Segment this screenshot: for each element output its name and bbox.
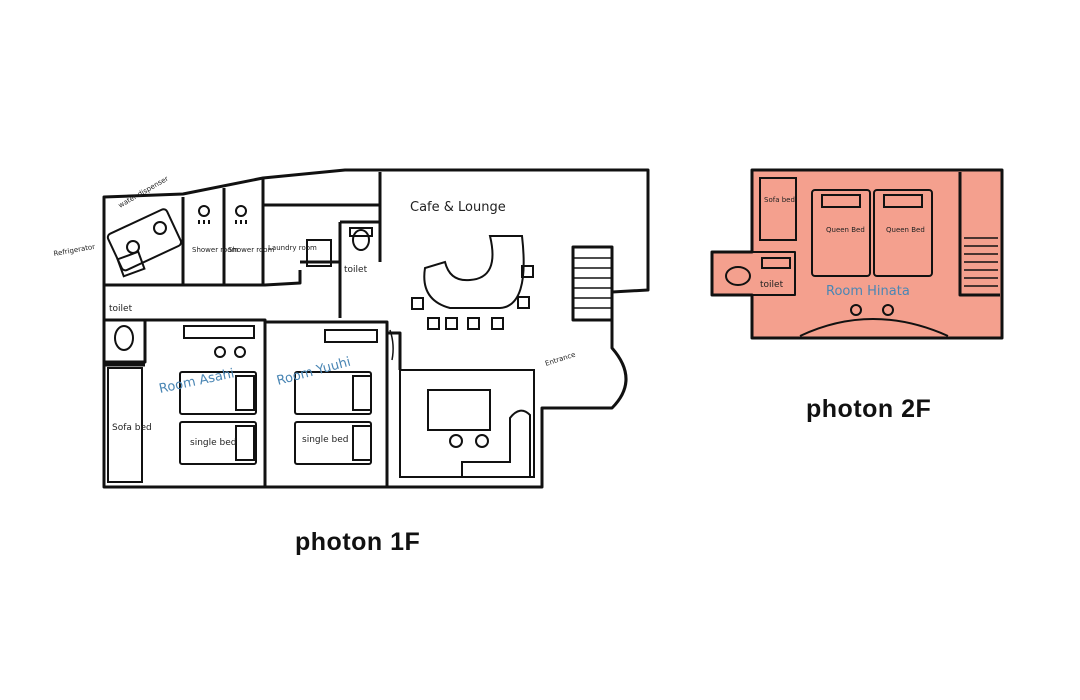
label-refrigerator: Refrigerator (53, 243, 96, 258)
label-shower-room-1: Shower room (192, 246, 239, 254)
label-single-bed-1: single bed (190, 438, 236, 448)
label-queen-bed-2: Queen Bed (886, 226, 925, 234)
label-sofa-bed: Sofa bed (112, 423, 152, 433)
floor1-plan (102, 168, 650, 489)
label-room-asahi: Room Asahi (158, 366, 236, 397)
label-cafe-lounge: Cafe & Lounge (410, 200, 506, 215)
label-toilet-2: toilet (344, 265, 368, 275)
shower-head-icon (235, 205, 247, 217)
floor2-labels: Sofa bed Queen Bed Queen Bed toilet Room… (760, 196, 925, 299)
shower-head-icon (198, 205, 210, 217)
label-single-bed-2: single bed (302, 435, 348, 445)
label-entrance: Entrance (544, 351, 576, 368)
floor1-labels: water dispenser Refrigerator Shower room… (53, 175, 576, 448)
label-toilet-1: toilet (109, 304, 133, 314)
label-2f-sofa-bed: Sofa bed (764, 196, 795, 204)
label-queen-bed-1: Queen Bed (826, 226, 865, 234)
label-room-yuuhi: Room Yuuhi (275, 355, 352, 389)
floor1-fixtures (106, 205, 535, 483)
floor2-caption: photon 2F (806, 395, 932, 423)
label-2f-toilet: toilet (760, 280, 784, 290)
floor1-caption: photon 1F (295, 528, 421, 556)
label-room-hinata: Room Hinata (826, 284, 910, 299)
label-shower-room-2: Shower room (228, 246, 275, 254)
label-laundry-room: Laundry room (268, 244, 317, 252)
floor2-plan (710, 168, 1004, 340)
label-water-dispenser: water dispenser (117, 175, 170, 210)
floor2-fixtures (725, 177, 949, 337)
